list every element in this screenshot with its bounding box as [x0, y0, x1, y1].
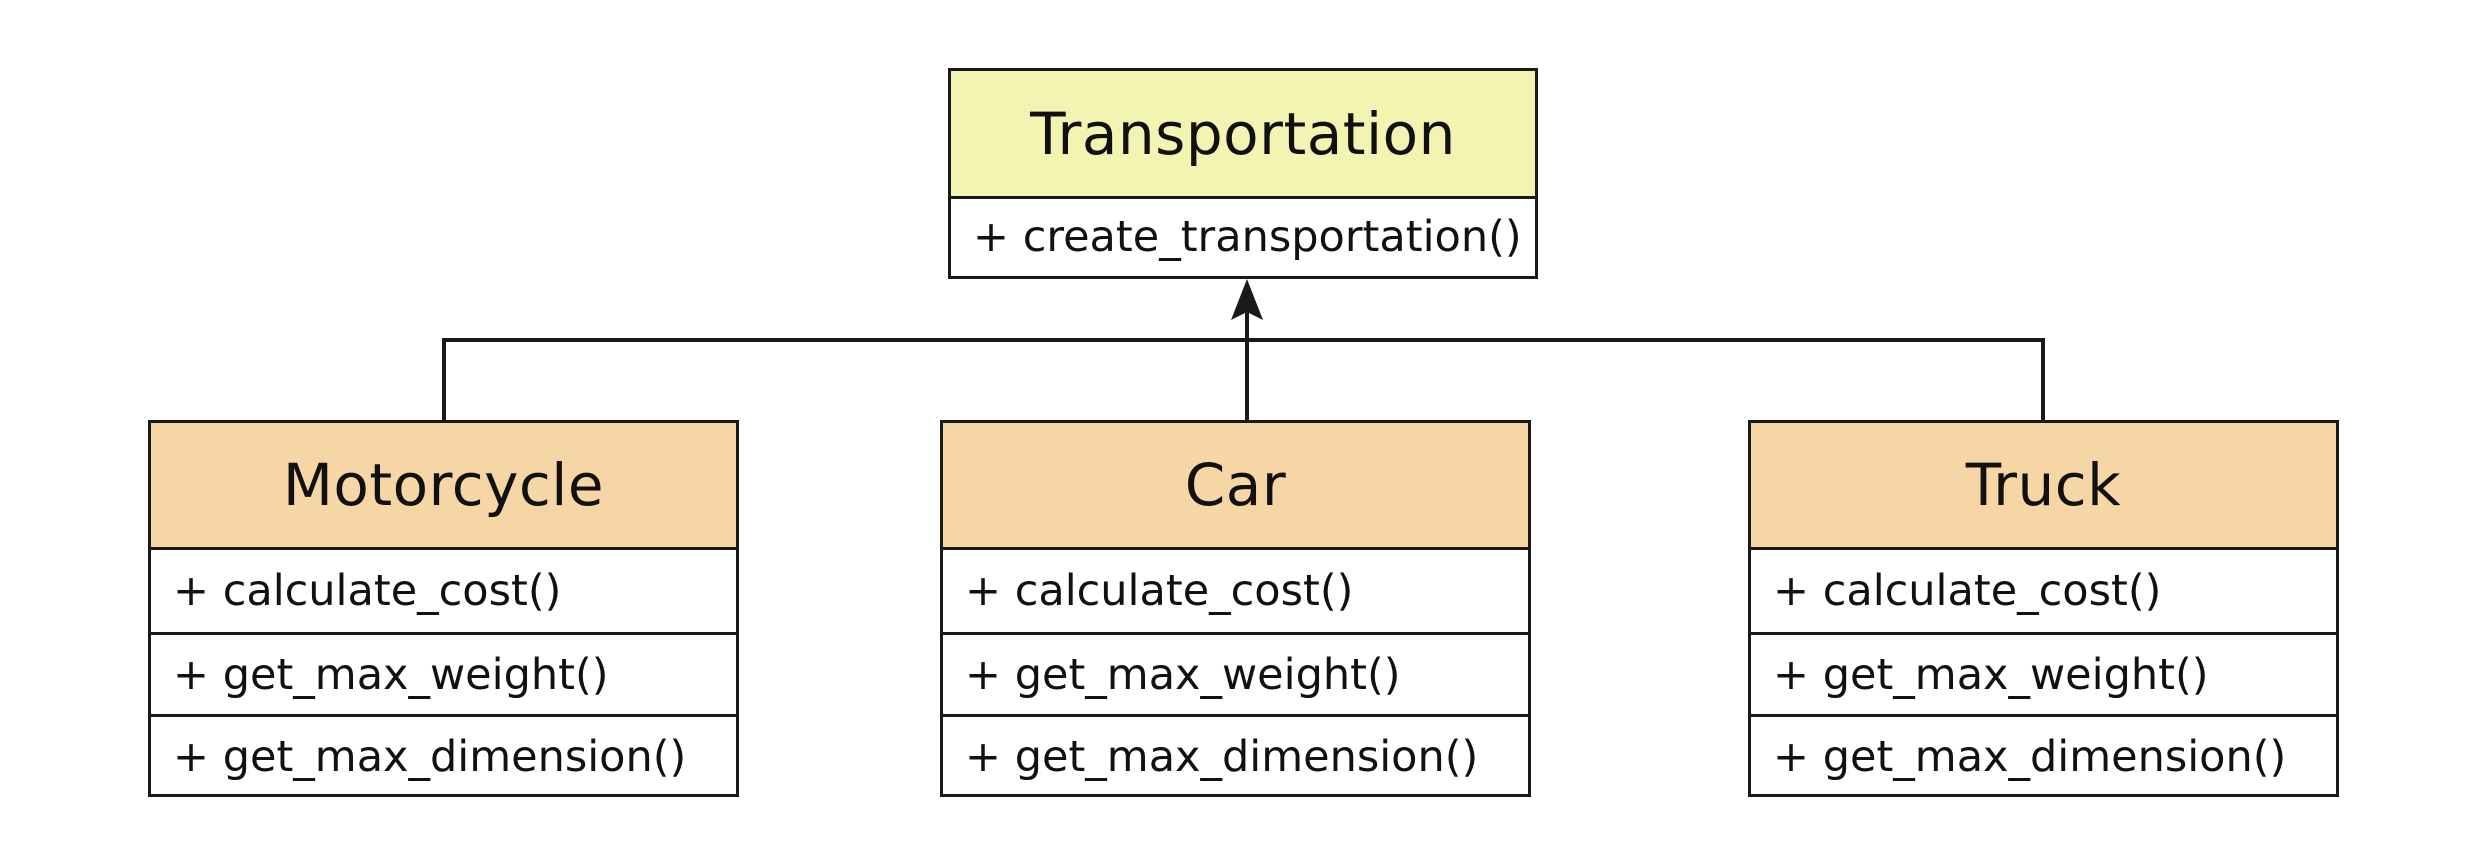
method-get-max-weight: + get_max_weight()	[151, 632, 736, 714]
class-name-truck: Truck	[1751, 423, 2336, 550]
method-calculate-cost: + calculate_cost()	[1773, 566, 2162, 616]
class-box-transportation: Transportation + create_transportation()	[948, 68, 1538, 279]
method-get-max-dimension: + get_max_dimension()	[151, 714, 736, 796]
class-name-transportation: Transportation	[951, 71, 1535, 199]
class-name-car: Car	[943, 423, 1528, 550]
inheritance-arrowhead	[1231, 279, 1263, 320]
class-box-motorcycle: Motorcycle + calculate_cost() + get_max_…	[148, 420, 739, 797]
method-get-max-weight: + get_max_weight()	[1751, 632, 2336, 714]
method-calculate-cost: + calculate_cost()	[173, 566, 562, 616]
class-box-truck: Truck + calculate_cost() + get_max_weigh…	[1748, 420, 2339, 797]
method-calculate-cost: + calculate_cost()	[965, 566, 1354, 616]
method-get-max-weight: + get_max_weight()	[943, 632, 1528, 714]
class-name-motorcycle: Motorcycle	[151, 423, 736, 550]
class-box-car: Car + calculate_cost() + get_max_weight(…	[940, 420, 1531, 797]
method-get-max-dimension: + get_max_dimension()	[1751, 714, 2336, 796]
method-create-transportation: + create_transportation()	[973, 212, 1522, 262]
method-get-max-dimension: + get_max_dimension()	[943, 714, 1528, 796]
